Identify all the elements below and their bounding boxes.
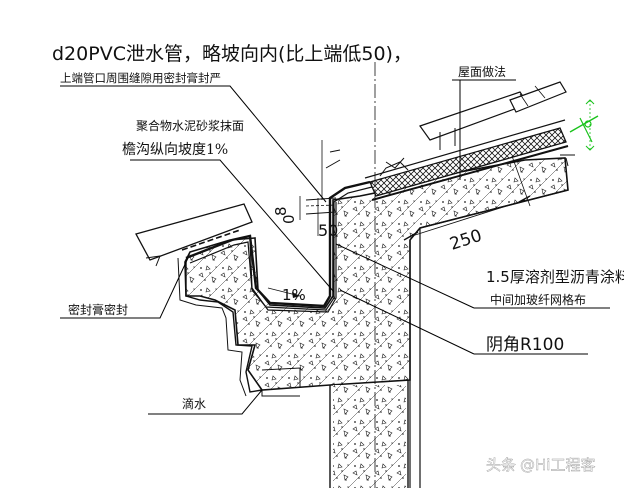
slope-marker [267,287,301,298]
pvc-note-line1: d20PVC泄水管，略坡向内(比上端低50)， [52,43,412,65]
watermark-handle: @Hi工程客 [520,456,595,474]
dim-250-line [403,154,575,241]
gutter-membrane [185,180,373,311]
coating-label-line2: 中间加玻纤网格布 [490,292,586,307]
slope-label: 1% [282,286,306,304]
pvc-note-line2: 上端管口周围缝隙用密封膏封严 [60,71,221,85]
roof-method-label: 屋面做法 [458,64,506,79]
leader-lines [60,79,610,415]
green-marker [569,99,599,151]
drip-label: 滴水 [182,396,206,411]
sealant-label: 密封膏密封 [68,302,128,317]
drip-profile [177,257,301,397]
left-eave-tile [135,203,253,267]
watermark: 头条 @Hi工程客 [486,456,596,474]
coating-label-line1: 1.5厚溶剂型沥青涂料 [486,268,624,286]
mortar-label-line2: 檐沟纵向坡度1% [122,142,228,158]
dim-80-left: 8 [272,206,290,216]
roof-layers [325,81,569,201]
mortar-label-line1: 聚合物水泥砂浆抹面 [136,118,244,133]
pvc-pipe [299,196,337,236]
dim-250-label: 250 [447,226,484,255]
concrete-structure [184,157,569,488]
center-axis [321,62,376,488]
dim-50-label: 50 [318,221,338,240]
dim-80-right: 0 [280,214,298,224]
fillet-label: 阴角R100 [486,335,564,355]
watermark-prefix: 头条 [486,456,516,474]
